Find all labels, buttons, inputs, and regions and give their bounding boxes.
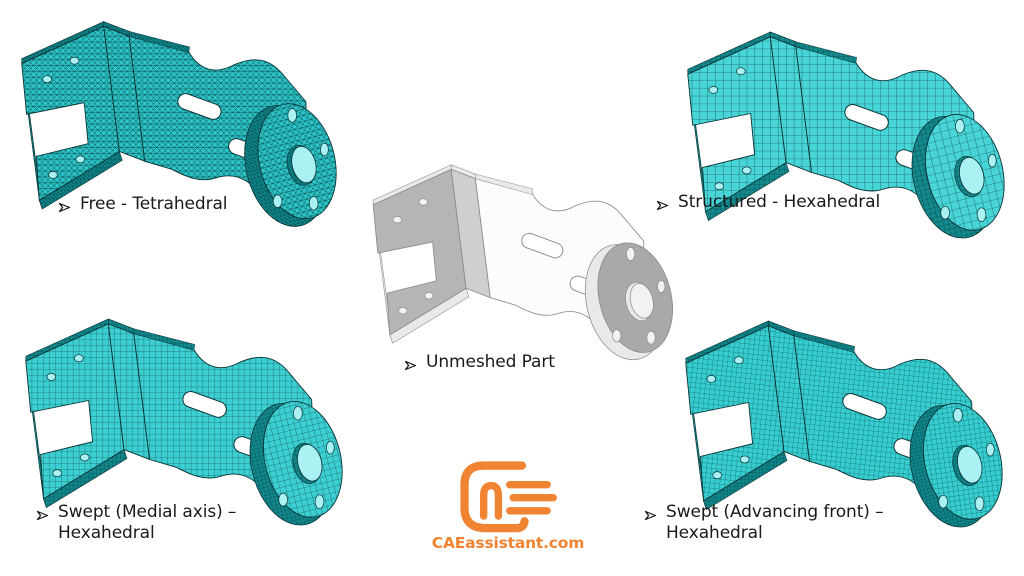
arrow-bullet-icon [404, 356, 417, 377]
caeassistant-logo-icon [448, 456, 568, 536]
caption-unmeshed: Unmeshed Part [404, 352, 555, 377]
arrow-bullet-icon [644, 506, 657, 527]
caption-text: Swept (Medial axis) – Hexahedral [58, 502, 237, 544]
arrow-bullet-icon [656, 196, 669, 217]
caption-free-tetrahedral: Free - Tetrahedral [58, 194, 228, 219]
caption-text: Free - Tetrahedral [80, 194, 228, 214]
caption-text: Unmeshed Part [426, 352, 555, 372]
caption-text: Swept (Advancing front) – Hexahedral [666, 502, 884, 544]
caption-swept-advancing: Swept (Advancing front) – Hexahedral [644, 502, 884, 545]
arrow-bullet-icon [36, 506, 49, 527]
part-unmeshed [362, 150, 678, 384]
caption-swept-medial: Swept (Medial axis) – Hexahedral [36, 502, 236, 545]
logo-site-text: CAEassistant.com [431, 534, 585, 552]
caption-text: Structured - Hexahedral [678, 192, 881, 212]
arrow-bullet-icon [58, 198, 71, 219]
part-structured-hexahedral-mesh [676, 16, 1010, 264]
caption-structured-hexahedral: Structured - Hexahedral [656, 192, 880, 217]
